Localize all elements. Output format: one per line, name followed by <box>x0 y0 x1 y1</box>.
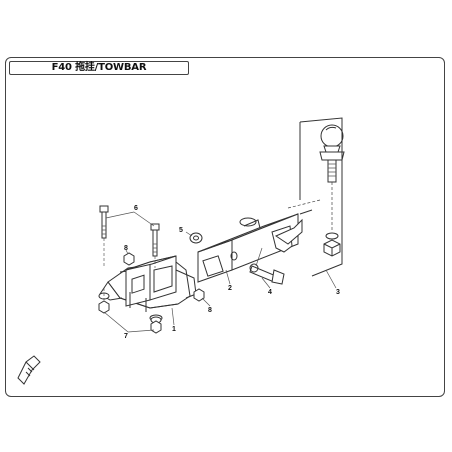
callout-1: 1 <box>172 326 176 333</box>
bolts <box>99 205 160 268</box>
callout-8-upper: 8 <box>124 245 128 252</box>
receiver-tube <box>197 213 303 283</box>
leader-lines <box>103 211 337 333</box>
callout-8-lower: 8 <box>208 307 212 314</box>
callout-5: 5 <box>179 227 183 234</box>
mounting-bracket <box>99 255 197 322</box>
title-box <box>9 61 189 75</box>
small-nuts <box>123 252 205 302</box>
washer <box>189 232 203 244</box>
callout-4: 4 <box>268 289 272 296</box>
callout-6: 6 <box>134 205 138 212</box>
diagram-frame <box>5 57 445 397</box>
callout-3: 3 <box>336 289 340 296</box>
hitch-pin <box>249 247 285 285</box>
callout-2: 2 <box>228 285 232 292</box>
callouts: 1 2 3 4 5 6 7 8 8 <box>124 205 340 340</box>
front-arrow-icon <box>17 355 41 385</box>
diagram-title: F40 拖挂/TOWBAR <box>51 62 147 73</box>
callout-7: 7 <box>124 333 128 340</box>
hitch-ball-assembly <box>287 117 345 277</box>
